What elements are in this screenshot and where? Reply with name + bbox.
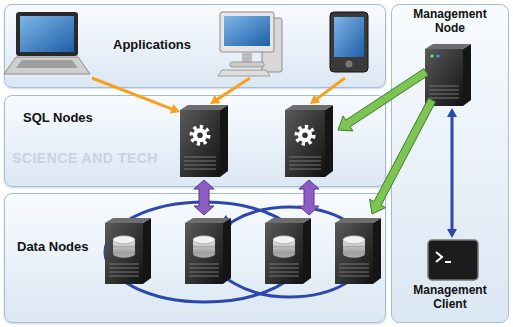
data-server-icon	[335, 218, 381, 284]
replication-ring	[105, 202, 368, 302]
layer-label: Applications	[113, 38, 191, 53]
data-server-icon	[185, 218, 231, 284]
orange-arrow	[92, 77, 181, 114]
data-server-icon	[105, 218, 151, 284]
sql-server-icon	[285, 105, 333, 177]
laptop-icon	[4, 12, 90, 74]
orange-arrow	[310, 77, 346, 104]
purple-arrow	[299, 180, 319, 215]
management-server-icon	[425, 44, 471, 106]
green-arrow	[338, 69, 428, 131]
layer-label: Data Nodes	[17, 240, 89, 255]
green-arrow	[370, 98, 436, 214]
handheld-icon	[330, 12, 368, 72]
orange-arrow	[210, 77, 251, 104]
blue-arrow	[447, 108, 457, 238]
purple-arrow	[194, 180, 214, 215]
sql-server-icon	[180, 105, 228, 177]
data-server-icon	[265, 218, 311, 284]
watermark-holder: SCIENCE AND TECH	[12, 150, 158, 166]
terminal-icon	[428, 240, 478, 280]
management-panel	[392, 5, 509, 323]
watermark: SCIENCE AND TECH	[12, 150, 158, 166]
node-label: Management Node	[398, 8, 502, 36]
node-label: Management Client	[398, 284, 502, 312]
desktop-icon	[218, 12, 282, 76]
layer-label: SQL Nodes	[23, 111, 93, 126]
